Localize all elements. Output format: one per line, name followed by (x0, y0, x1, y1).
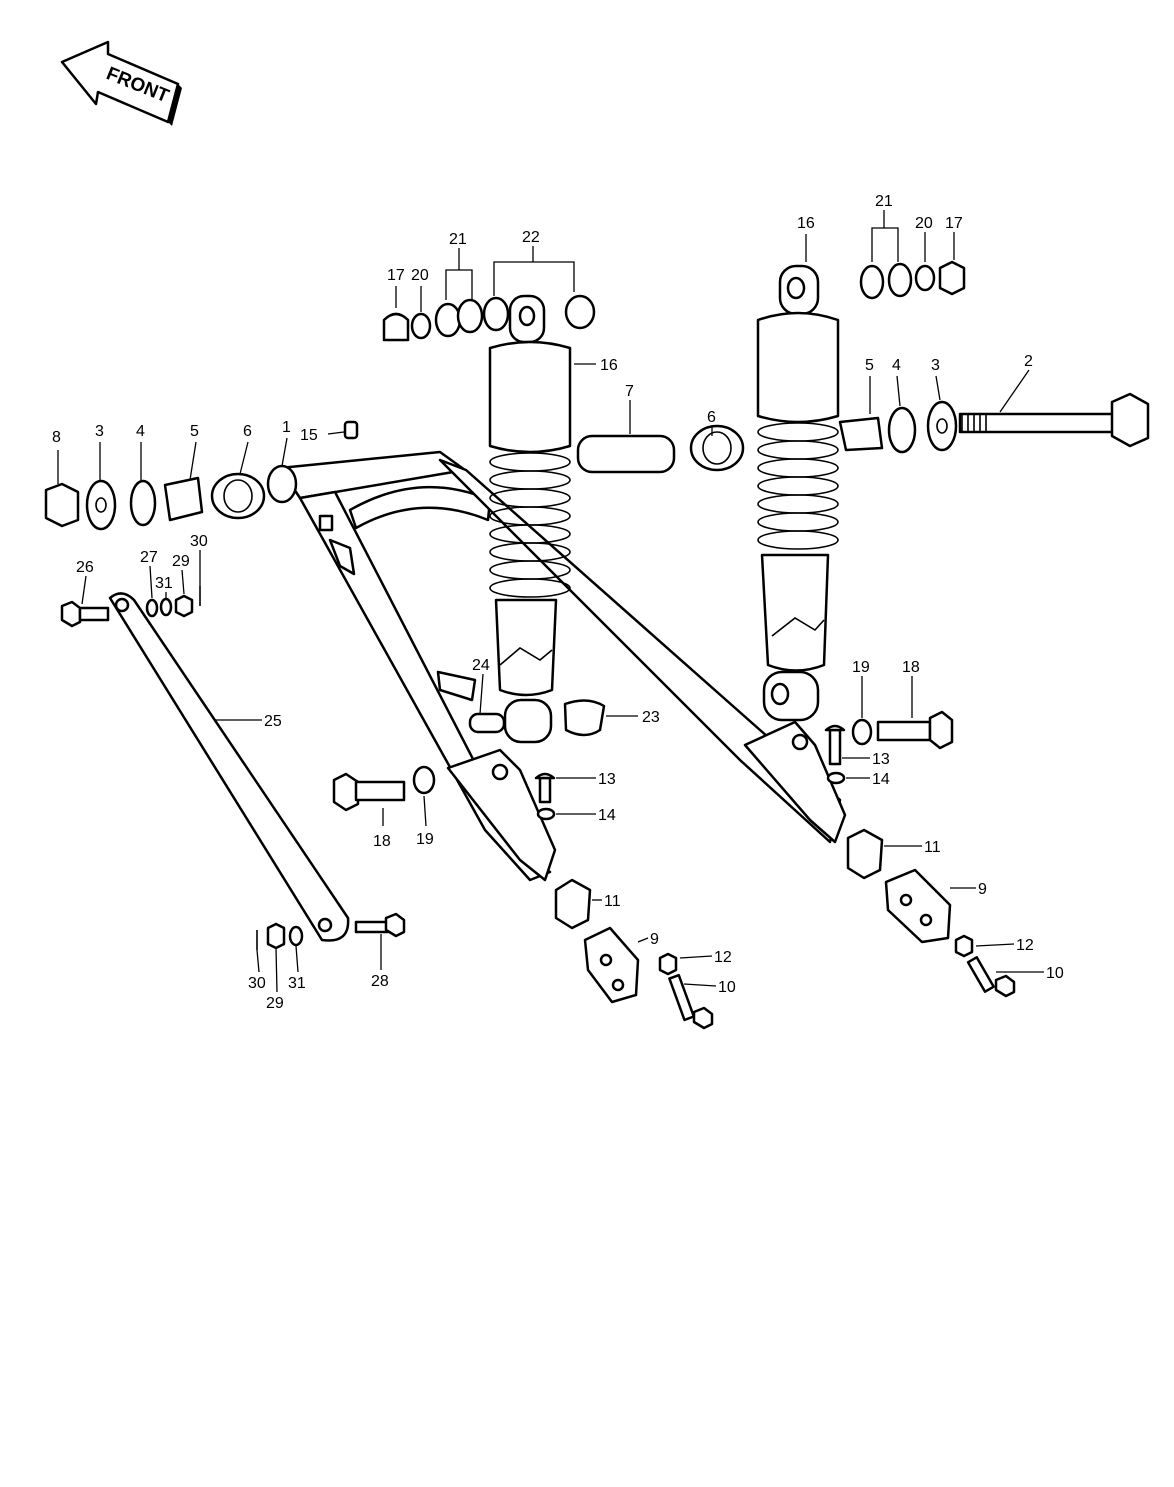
callout-3: 3 (931, 357, 940, 374)
lower-shock-hardware (332, 699, 954, 821)
callout-24: 24 (472, 657, 490, 674)
callout-6: 6 (707, 409, 716, 426)
right-rear-shock (756, 264, 840, 722)
front-arrow-icon: FRONT (60, 40, 182, 126)
callout-19: 19 (852, 659, 870, 676)
left-pivot-parts (44, 472, 266, 531)
callout-14: 14 (598, 807, 616, 824)
left-rear-shock (488, 294, 572, 744)
leader-lines (57, 210, 1044, 993)
grease-nipple (343, 420, 359, 440)
callout-10: 10 (718, 979, 736, 996)
callout-17: 17 (945, 215, 963, 232)
callout-1: 1 (282, 419, 291, 436)
callout-31: 31 (155, 575, 173, 592)
callout-8: 8 (52, 429, 61, 446)
right-pivot-parts (576, 392, 1150, 474)
callout-21: 21 (875, 193, 893, 210)
chain-adjusters (554, 828, 1016, 1030)
callout-6: 6 (243, 423, 252, 440)
callout-23: 23 (642, 709, 660, 726)
callout-15: 15 (300, 427, 318, 444)
callout-labels: 8 3 4 5 6 1 15 17 20 21 22 16 7 6 16 21 … (52, 193, 1064, 1012)
callout-11: 11 (924, 839, 941, 856)
left-shock-top-hardware (382, 294, 596, 342)
callout-18: 18 (373, 833, 391, 850)
callout-12: 12 (714, 949, 732, 966)
callout-27: 27 (140, 549, 158, 566)
callout-9: 9 (650, 931, 659, 948)
callout-9: 9 (978, 881, 987, 898)
swing-arm (266, 450, 847, 882)
callout-4: 4 (892, 357, 901, 374)
callout-30: 30 (190, 533, 208, 550)
callout-21: 21 (449, 231, 467, 248)
callout-19: 19 (416, 831, 434, 848)
callout-18: 18 (902, 659, 920, 676)
callout-16: 16 (600, 357, 618, 374)
callout-28: 28 (371, 973, 389, 990)
callout-14: 14 (872, 771, 890, 788)
callout-11: 11 (604, 893, 621, 910)
callout-13: 13 (598, 771, 616, 788)
callout-26: 26 (76, 559, 94, 576)
callout-22: 22 (522, 229, 540, 246)
callout-31: 31 (288, 975, 306, 992)
callout-16: 16 (797, 215, 815, 232)
callout-20: 20 (915, 215, 933, 232)
callout-17: 17 (387, 267, 405, 284)
callout-4: 4 (136, 423, 145, 440)
torque-link (60, 586, 406, 950)
callout-25: 25 (264, 713, 282, 730)
callout-13: 13 (872, 751, 890, 768)
right-shock-top-hardware (859, 260, 966, 300)
callout-3: 3 (95, 423, 104, 440)
callout-20: 20 (411, 267, 429, 284)
callout-5: 5 (190, 423, 199, 440)
callout-7: 7 (625, 383, 634, 400)
callout-2: 2 (1024, 353, 1033, 370)
callout-10: 10 (1046, 965, 1064, 982)
callout-29: 29 (172, 553, 190, 570)
callout-5: 5 (865, 357, 874, 374)
callout-30: 30 (248, 975, 266, 992)
callout-12: 12 (1016, 937, 1034, 954)
callout-29: 29 (266, 995, 284, 1012)
